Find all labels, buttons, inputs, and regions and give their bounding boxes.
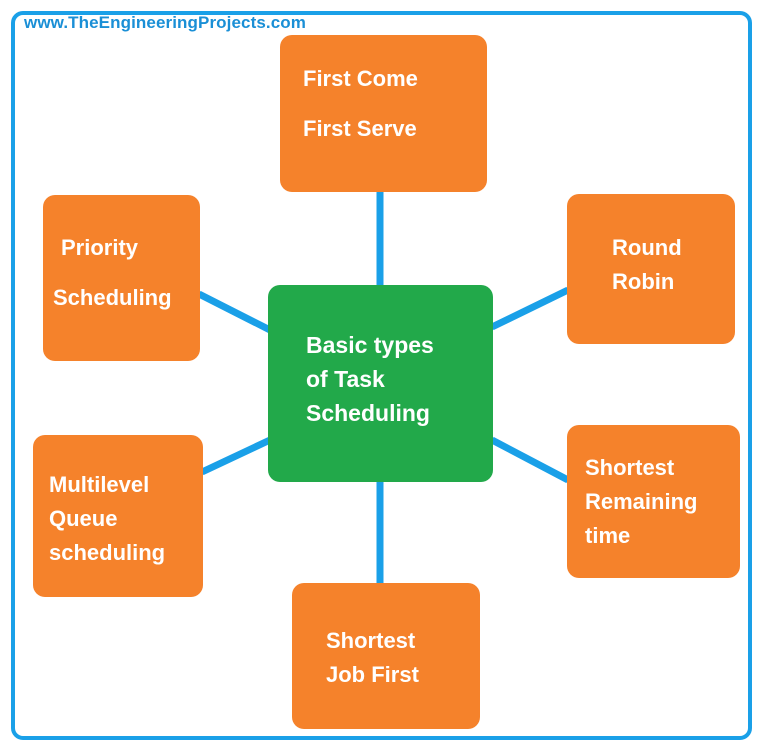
diagram-frame (11, 11, 752, 740)
node-label-line: First Come (303, 66, 418, 91)
node-label-line: Shortest (326, 628, 416, 653)
node-label-line: Shortest (585, 455, 675, 480)
node-priority-scheduling: Priority Scheduling (43, 195, 200, 361)
watermark: www.TheEngineeringProjects.com (24, 13, 306, 32)
node-label-line: Job First (326, 662, 419, 687)
node-round-robin: Round Robin (567, 194, 735, 344)
connector-round-robin (490, 286, 570, 331)
node-label-line: Priority (61, 235, 139, 260)
center-label-line: of Task (306, 366, 385, 392)
center-label-line: Scheduling (306, 400, 430, 426)
node-label-line: Multilevel (49, 472, 150, 497)
node-label-line: Remaining (585, 489, 698, 514)
node-multilevel-queue-scheduling: Multilevel Queue scheduling (33, 435, 203, 597)
connector-srt (490, 436, 570, 484)
node-label-line: Queue (49, 506, 118, 531)
connector-priority (197, 290, 272, 334)
node-shortest-job-first: Shortest Job First (292, 583, 480, 729)
node-shortest-remaining-time: Shortest Remaining time (567, 425, 740, 578)
connector-multilevel (200, 436, 272, 476)
node-label-line: Scheduling (53, 285, 172, 310)
node-label-line: Robin (612, 269, 675, 294)
center-label-line: Basic types (306, 332, 434, 358)
node-label-line: scheduling (49, 540, 166, 565)
node-label-line: First Serve (303, 116, 417, 141)
node-label-line: time (585, 523, 631, 548)
node-label-line: Round (612, 235, 682, 260)
node-first-come-first-serve: First Come First Serve (280, 35, 487, 192)
center-node-basic-types-of-task-scheduling: Basic types of Task Scheduling (268, 285, 493, 482)
